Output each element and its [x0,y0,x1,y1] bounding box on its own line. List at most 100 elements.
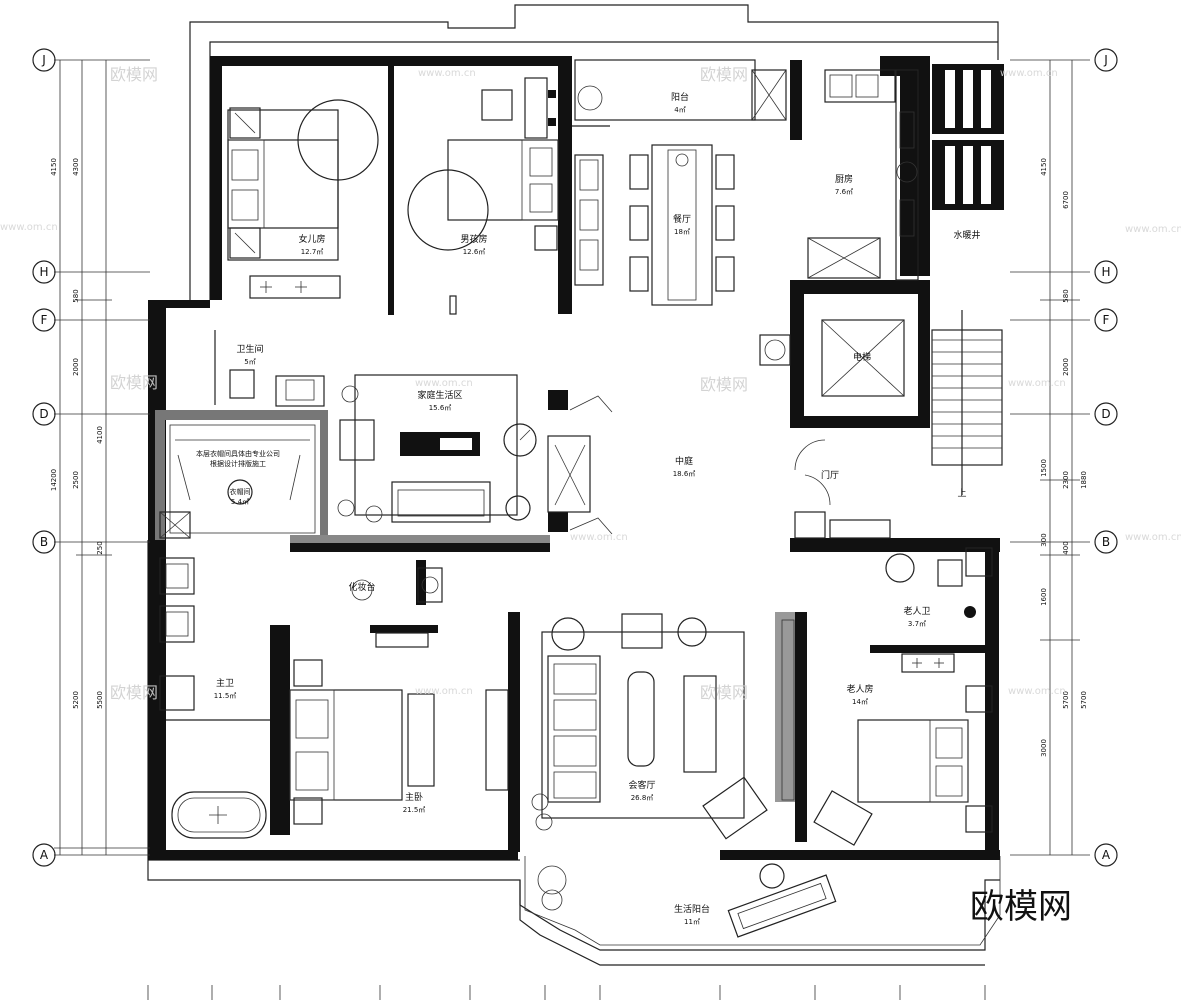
master-bath-label: 主卫 [216,677,234,689]
elevator-label: 电梯 [853,351,871,363]
sun-balcony-area: 11㎡ [684,918,700,926]
dim-left-inner-6: 5200 [72,691,80,709]
family-area: 15.6㎡ [429,404,452,412]
dim-left-outer-0: 4150 [50,158,58,176]
watermark-url-5: www.om.cn [415,686,473,697]
meeting-label: 会客厅 [628,779,655,791]
dimension-lines-left [54,59,150,856]
foyer-door [794,439,891,539]
meeting-furniture [531,613,768,840]
dim-right-inner-5: 300 [1040,533,1048,546]
master-bath-fixtures [159,557,270,839]
atrium-door [547,395,613,535]
dining-label: 餐厅 [673,213,691,225]
watermark-url-7: www.om.cn [0,222,58,233]
grid-label-J-right: J [1103,53,1108,67]
master-bed-label: 主卧 [405,791,423,803]
grid-axes-left: J H F D B A [32,48,56,867]
master-bath-area: 11.5㎡ [214,692,237,700]
bathroom-fixtures [214,330,325,407]
daughter-room-furniture [227,99,379,299]
watermark-4: 欧模网 [700,375,748,394]
dim-left-inner-5: 250 [96,541,104,554]
watermark-url-10: www.om.cn [1125,532,1181,543]
bottom-ticks [147,985,986,1000]
sun-balcony-label: 生活阳台 [674,903,710,915]
master-bed-area: 21.5㎡ [403,806,426,814]
master-bed-furniture [289,659,509,825]
dim-right-inner-9: 5700 [1062,691,1070,709]
dim-right-outer-2: 5700 [1080,691,1088,709]
watermarks: 欧模网 www.om.cn 欧模网 www.om.cn 欧模网 www.om.c… [0,65,1181,702]
dim-right-inner-0: 4150 [1040,158,1048,176]
balcony-area: 4㎡ [674,106,685,114]
meeting-area: 26.8㎡ [631,794,654,802]
dim-right-inner-6: 400 [1062,541,1070,554]
atrium-area: 18.6㎡ [673,470,696,478]
kitchen-area: 7.6㎡ [835,188,853,196]
dim-right-inner-3: 1500 [1040,459,1048,477]
elder-room-area: 14㎡ [852,698,868,706]
dim-right-inner-1: 580 [1062,289,1070,302]
watermark-3: 欧模网 [110,373,158,392]
elder-bath-area: 3.7㎡ [908,620,926,628]
water-well-label: 水暖井 [953,229,980,241]
dim-left-inner-4: 2500 [72,471,80,489]
grid-label-B-left: B [40,535,48,549]
family-furniture [337,374,537,523]
foyer-label: 门厅 [821,469,839,481]
partition-walls [155,410,795,802]
dim-right-inner-7: 1600 [1040,588,1048,606]
cloak-note-line1: 本层衣帽间具体由专业公司 [196,449,280,458]
elder-room-label: 老人房 [846,683,873,695]
bath-area: 5㎡ [244,358,255,366]
cloak-area: 5.4㎡ [231,498,249,506]
son-room-area: 12.6㎡ [463,248,486,256]
balcony-label: 阳台 [671,91,689,103]
grid-label-H-right: H [1101,265,1110,279]
watermark-5: 欧模网 [110,683,158,702]
cloak-note-line2: 根据设计排版施工 [210,459,266,468]
cloak-shelves [159,424,316,539]
dining-furniture [572,59,787,306]
daughter-room-area: 12.7㎡ [301,248,324,256]
elder-bath-label: 老人卫 [903,605,930,617]
watermark-url-6: www.om.cn [1008,686,1066,697]
dimension-lines-right [1010,59,1090,856]
kitchen-label: 厨房 [835,173,853,185]
watermark-url-4: www.om.cn [1008,378,1066,389]
grid-label-F-left: F [41,313,48,327]
walls [148,56,1000,860]
dim-right-inner-8: 3000 [1040,739,1048,757]
cloak-label: 衣帽间 [230,487,251,496]
dim-left-inner-7: 5500 [96,691,104,709]
elevator-shaft [759,319,905,397]
watermark-url-3: www.om.cn [415,378,473,389]
grid-label-H-left: H [39,265,48,279]
dim-right-inner-2: 2000 [1062,358,1070,376]
watermark-1: 欧模网 [110,65,158,84]
watermark-url-8: www.om.cn [570,532,628,543]
atrium-label: 中庭 [675,455,693,467]
grid-label-A-left: A [40,848,49,862]
grid-label-D-right: D [1101,407,1110,421]
dim-left-inner-0: 4300 [72,158,80,176]
shaft-blocks [932,64,1004,210]
dim-left-inner-2: 2000 [72,358,80,376]
son-room-label: 男孩房 [460,233,487,245]
dim-left-inner-3: 4100 [96,426,104,444]
dim-right-outer-1: 1880 [1080,471,1088,489]
dim-right-outer-0: 6700 [1062,191,1070,209]
watermark-url-9: www.om.cn [1125,224,1181,235]
dresser-furniture [351,567,443,648]
dining-area: 18㎡ [674,228,690,236]
grid-label-F-right: F [1103,313,1110,327]
dim-left-outer-2: 14200 [50,469,58,491]
watermark-url-2: www.om.cn [1000,68,1058,79]
elder-room-furniture [781,619,993,846]
dim-left-inner-1: 580 [72,289,80,302]
dresser-label: 化妆台 [348,581,375,593]
watermark-url-1: www.om.cn [418,68,476,79]
grid-label-B-right: B [1102,535,1110,549]
sun-balcony-furniture [537,863,837,938]
